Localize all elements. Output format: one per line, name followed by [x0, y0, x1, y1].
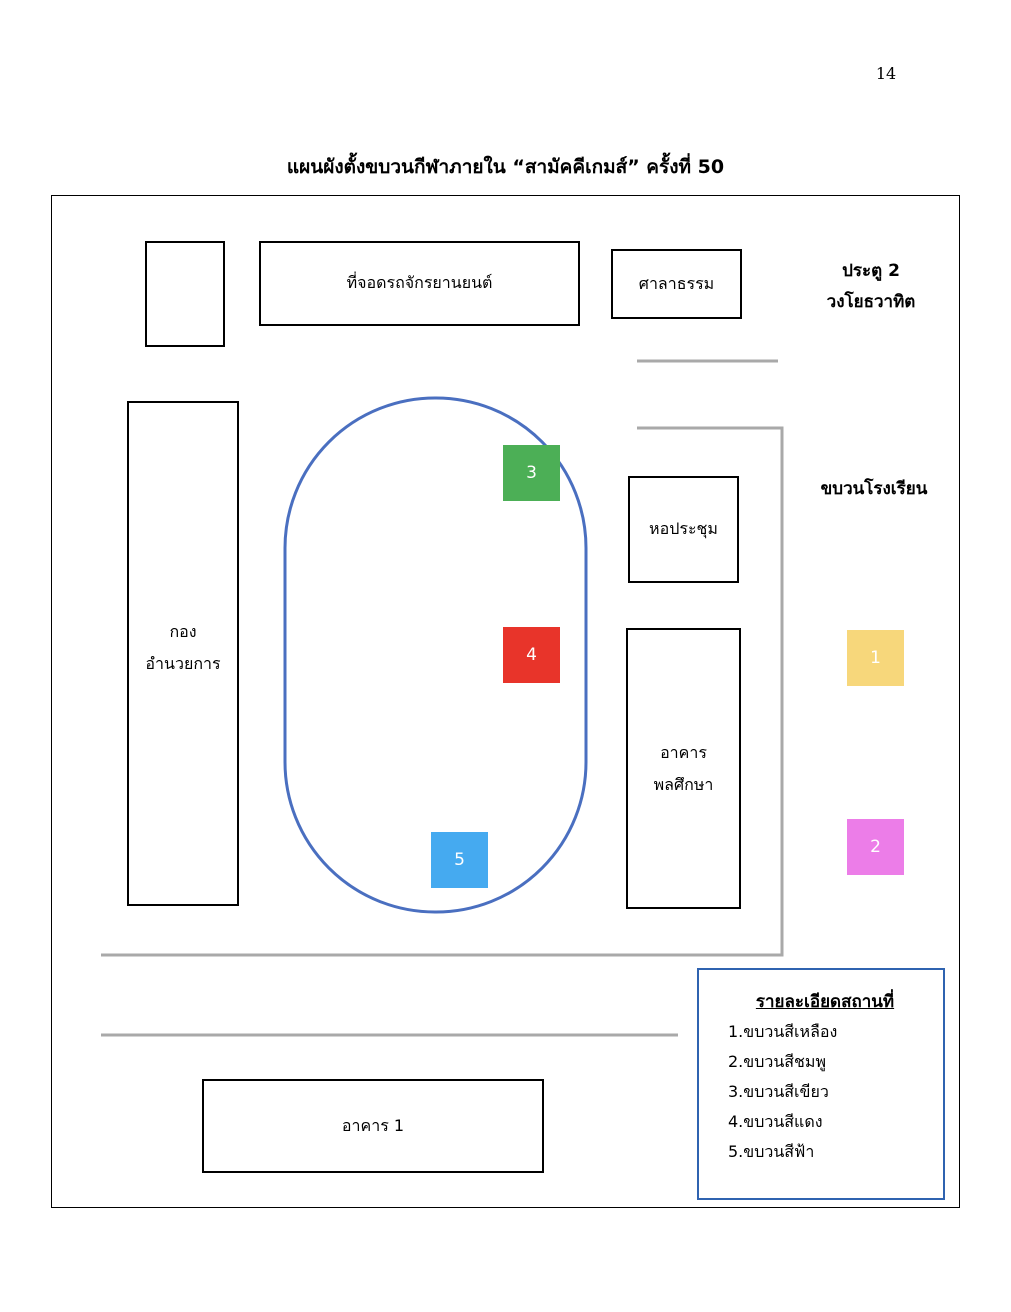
committee-label-line2: อำนวยการ [145, 654, 221, 673]
marker-red: 4 [503, 627, 560, 683]
school-parade-label: ขบวนโรงเรียน [820, 479, 928, 499]
marker-5-label: 5 [454, 850, 465, 870]
parking-label: ที่จอดรถจักรยานยนต์ [346, 273, 493, 293]
page-number: 14 [875, 64, 897, 83]
legend-item: 5.ขบวนสีฟ้า [728, 1142, 815, 1161]
legend-list: 1.ขบวนสีเหลือง 2.ขบวนสีชมพู 3.ขบวนสีเขีย… [728, 1017, 837, 1167]
committee-building: กอง อำนวยการ [127, 401, 239, 906]
marker-blue: 5 [431, 832, 488, 888]
marker-1-label: 1 [870, 648, 881, 668]
gate-2-label: ประตู 2 วงโยธวาทิต [796, 256, 946, 319]
assembly-hall: หอประชุม [628, 476, 739, 583]
legend-item: 1.ขบวนสีเหลือง [728, 1022, 838, 1041]
building-1-label: อาคาร 1 [341, 1115, 405, 1135]
marker-3-label: 3 [526, 463, 537, 483]
marker-2-label: 2 [870, 837, 881, 857]
running-track [283, 396, 588, 914]
legend-box: รายละเอียดสถานที่ 1.ขบวนสีเหลือง 2.ขบวนส… [697, 968, 945, 1200]
dharma-pavilion: ศาลาธรรม [611, 249, 742, 319]
gate-label-line2: วงโยธวาทิต [826, 292, 916, 313]
unlabeled-building [145, 241, 225, 347]
motorcycle-parking: ที่จอดรถจักรยานยนต์ [259, 241, 580, 326]
marker-4-label: 4 [526, 645, 537, 665]
legend-item: 2.ขบวนสีชมพู [728, 1052, 826, 1071]
pavilion-label: ศาลาธรรม [638, 273, 715, 293]
school-boundary [101, 426, 784, 957]
committee-label-line1: กอง [169, 622, 197, 641]
legend-item: 4.ขบวนสีแดง [728, 1112, 823, 1131]
gym-label-line1: อาคาร [660, 742, 707, 762]
hall-label: หอประชุม [649, 519, 718, 539]
legend-item: 3.ขบวนสีเขียว [728, 1082, 829, 1101]
legend-title: รายละเอียดสถานที่ [755, 992, 895, 1012]
map-title: แผนผังตั้งขบวนกีฬาภายใน “สามัคคีเกมส์” ค… [286, 156, 725, 178]
marker-yellow: 1 [847, 630, 904, 686]
map-frame [51, 195, 960, 1208]
marker-green: 3 [503, 445, 560, 501]
marker-pink: 2 [847, 819, 904, 875]
building-1: อาคาร 1 [202, 1079, 544, 1173]
gate-label-line1: ประตู 2 [842, 261, 900, 281]
gym-building: อาคาร พลศึกษา [626, 628, 741, 909]
gym-label-line2: พลศึกษา [653, 774, 714, 794]
